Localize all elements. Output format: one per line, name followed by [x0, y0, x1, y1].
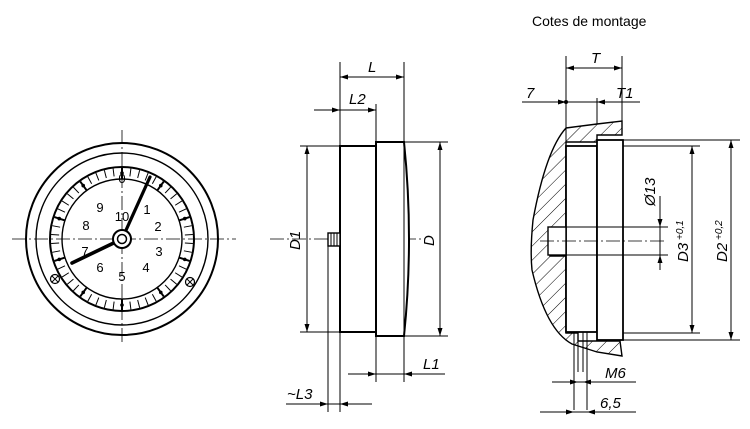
dial-tick — [112, 168, 115, 177]
dial-tick — [87, 293, 93, 302]
dial-dot — [81, 290, 86, 295]
dial-tick — [129, 168, 132, 177]
dim-T1-label: T1 — [616, 85, 634, 102]
dial-tick — [137, 170, 141, 179]
dial-tick — [103, 299, 107, 308]
dial-tick — [183, 250, 192, 253]
hand-hub-inner — [116, 233, 128, 245]
bezel-ring — [35, 152, 209, 326]
dial-numbers: 0 1 2 3 4 5 6 7 8 9 10 — [81, 171, 162, 284]
dial-dot — [182, 257, 187, 262]
dial-number-5: 5 — [118, 269, 125, 284]
dial-dot — [57, 216, 62, 221]
dim-D1-label: D1 — [287, 231, 304, 250]
dial-dot — [120, 303, 124, 307]
dial-number-10: 10 — [115, 209, 129, 224]
gauge-body — [339, 145, 377, 333]
dial-tick — [66, 193, 74, 200]
dial-tick — [51, 242, 60, 244]
dial-tick — [151, 293, 157, 302]
dial-number-1: 1 — [143, 202, 150, 217]
dim-d13-label: Ø13 — [642, 177, 659, 207]
dial-tick — [61, 272, 70, 278]
dial-tick — [51, 234, 60, 236]
dial-tick — [66, 278, 74, 285]
dim-D2-label: D2 — [714, 242, 731, 262]
dial-tick — [170, 278, 178, 285]
dial-number-4: 4 — [142, 260, 149, 275]
dial-tick — [184, 234, 193, 236]
dial-tick — [178, 208, 187, 213]
dial-dot — [158, 290, 163, 295]
mount-bezel — [596, 139, 624, 341]
dial-tick — [174, 272, 183, 278]
dial-dot — [120, 171, 124, 175]
screw-left — [49, 273, 61, 285]
dim-L3-label: ~L3 — [287, 386, 313, 403]
dial-dot — [182, 216, 187, 221]
dial-tick — [73, 186, 80, 194]
dial-tick — [164, 284, 171, 292]
dial-tick — [52, 225, 61, 228]
dial-tick — [57, 208, 66, 213]
dim-L2-label: L2 — [349, 91, 366, 108]
dim-D3-tolerance: +0,1 — [675, 220, 686, 240]
dial-tick — [183, 225, 192, 228]
side-view: L L2 D1 D L1 ~L3 — [270, 59, 448, 412]
outer-bezel — [25, 142, 219, 336]
dim-L-label: L — [368, 59, 376, 76]
dial-tick — [178, 265, 187, 270]
dial-tick — [137, 299, 141, 308]
dial-tick — [61, 200, 70, 206]
dim-T-label: T — [591, 50, 602, 67]
dial-number-0: 0 — [118, 171, 125, 186]
dial-tick — [73, 284, 80, 292]
dial-dot — [57, 257, 62, 262]
screw-right — [184, 276, 196, 288]
dial-ticks — [51, 168, 193, 310]
dial-tick — [129, 301, 132, 310]
dim-D2-tolerance: +0,2 — [714, 220, 725, 240]
long-hand — [120, 175, 152, 241]
front-view: 0 1 2 3 4 5 6 7 8 9 10 — [12, 130, 236, 345]
dim-M6-label: M6 — [605, 365, 626, 382]
dial-dot — [158, 183, 163, 188]
mount-body — [565, 145, 598, 333]
dial-number-7: 7 — [81, 244, 88, 259]
dial-dot — [81, 183, 86, 188]
dial-tick — [57, 265, 66, 270]
dial-tick — [95, 297, 100, 306]
dim-D3-label: D3 — [675, 242, 692, 262]
dial-number-6: 6 — [96, 260, 103, 275]
dial-tick — [164, 186, 171, 194]
dial-tick — [170, 193, 178, 200]
dial-tick — [184, 242, 193, 244]
mounting-title: Cotes de montage — [532, 13, 647, 29]
dim-7-label: 7 — [526, 85, 535, 102]
dial-tick — [144, 172, 149, 181]
dial-tick — [151, 176, 157, 185]
dial-number-3: 3 — [155, 244, 162, 259]
dim-65-label: 6,5 — [600, 395, 622, 412]
dial-tick — [52, 250, 61, 253]
dial-number-2: 2 — [154, 219, 161, 234]
dial-tick — [103, 170, 107, 179]
dial-tick — [112, 301, 115, 310]
dim-D-label: D — [421, 235, 438, 246]
mounting-view: Cotes de montage T 7 T1 Ø13 — [522, 13, 740, 415]
dial-face — [49, 166, 195, 312]
dial-number-9: 9 — [96, 200, 103, 215]
dial-tick — [87, 176, 93, 185]
dial-tick — [95, 172, 100, 181]
dial-number-8: 8 — [82, 218, 89, 233]
dial-tick — [144, 297, 149, 306]
dial-tick — [174, 200, 183, 206]
dim-L1-label: L1 — [423, 356, 440, 373]
